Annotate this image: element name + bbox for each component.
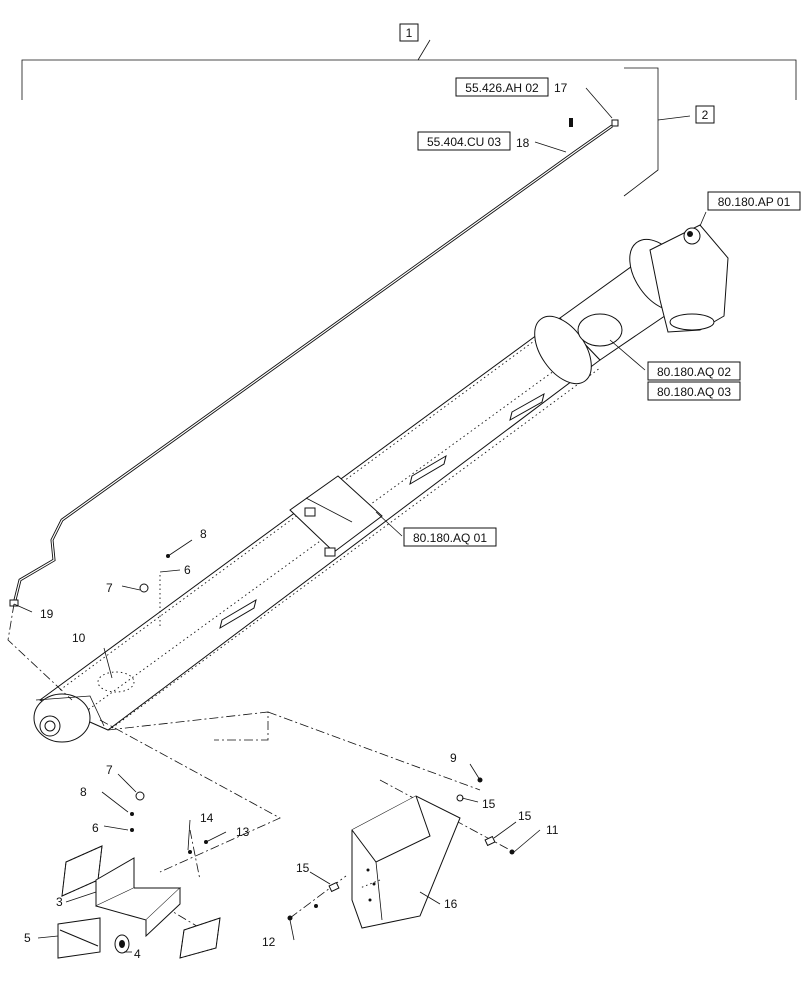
- callout-3: 3: [56, 895, 63, 909]
- ref-80-180-ap-01-text: 80.180.AP 01: [718, 195, 791, 209]
- fitting-17: [611, 119, 619, 127]
- callout-8-upper: 8: [200, 527, 207, 541]
- callout-5: 5: [24, 931, 31, 945]
- callout-11: 11: [546, 823, 559, 837]
- callout-1: 1: [399, 23, 419, 42]
- callout-7-upper: 7: [106, 581, 113, 595]
- callout-15-right: 15: [518, 809, 532, 823]
- fitting-18: [569, 118, 573, 127]
- callout-6-lower: 6: [92, 821, 99, 835]
- ref-55-404-cu-03-text: 55.404.CU 03: [427, 135, 501, 149]
- callout-2: 2: [695, 105, 715, 124]
- callout-2-text: 2: [702, 108, 709, 122]
- auger-tube: [33, 317, 601, 743]
- bracket-item-1: [21, 39, 797, 100]
- callout-16: 16: [444, 897, 458, 911]
- callout-10: 10: [72, 631, 86, 645]
- callout-8-lower: 8: [80, 785, 87, 799]
- leader-lines: [13, 87, 707, 953]
- ref-80-180-ap-01[interactable]: 80.180.AP 01: [707, 191, 801, 211]
- ref-55-426-ah-02[interactable]: 55.426.AH 02: [455, 77, 549, 97]
- callout-1-text: 1: [406, 26, 413, 40]
- upper-hardware-cluster: [121, 539, 193, 628]
- callout-14: 14: [200, 811, 214, 825]
- callout-12: 12: [262, 935, 276, 949]
- hydraulic-line: [9, 118, 619, 607]
- callout-7-lower: 7: [106, 763, 113, 777]
- bottom-left-parts: [57, 773, 221, 959]
- callout-4: 4: [134, 947, 141, 961]
- ref-80-180-aq-02[interactable]: 80.180.AQ 02: [647, 361, 741, 381]
- ref-80-180-aq-01-text: 80.180.AQ 01: [413, 531, 487, 545]
- callout-17: 17: [554, 81, 568, 95]
- ref-80-180-aq-03[interactable]: 80.180.AQ 03: [647, 381, 741, 401]
- ref-80-180-aq-03-text: 80.180.AQ 03: [657, 385, 731, 399]
- callout-15-top: 15: [482, 797, 496, 811]
- callout-19: 19: [40, 607, 54, 621]
- callout-18: 18: [516, 136, 530, 150]
- ref-80-180-aq-01[interactable]: 80.180.AQ 01: [403, 527, 497, 547]
- callout-6-upper: 6: [184, 563, 191, 577]
- ref-80-180-aq-02-text: 80.180.AQ 02: [657, 365, 731, 379]
- bracket-item-2: [623, 67, 691, 197]
- callout-15-left: 15: [296, 861, 310, 875]
- chute-assembly: [287, 777, 515, 929]
- ref-55-426-ah-02-text: 55.426.AH 02: [465, 81, 539, 95]
- callout-9: 9: [450, 751, 457, 765]
- callout-13: 13: [236, 825, 250, 839]
- upper-tube-and-elbow: [534, 224, 729, 385]
- ref-55-404-cu-03[interactable]: 55.404.CU 03: [417, 131, 511, 151]
